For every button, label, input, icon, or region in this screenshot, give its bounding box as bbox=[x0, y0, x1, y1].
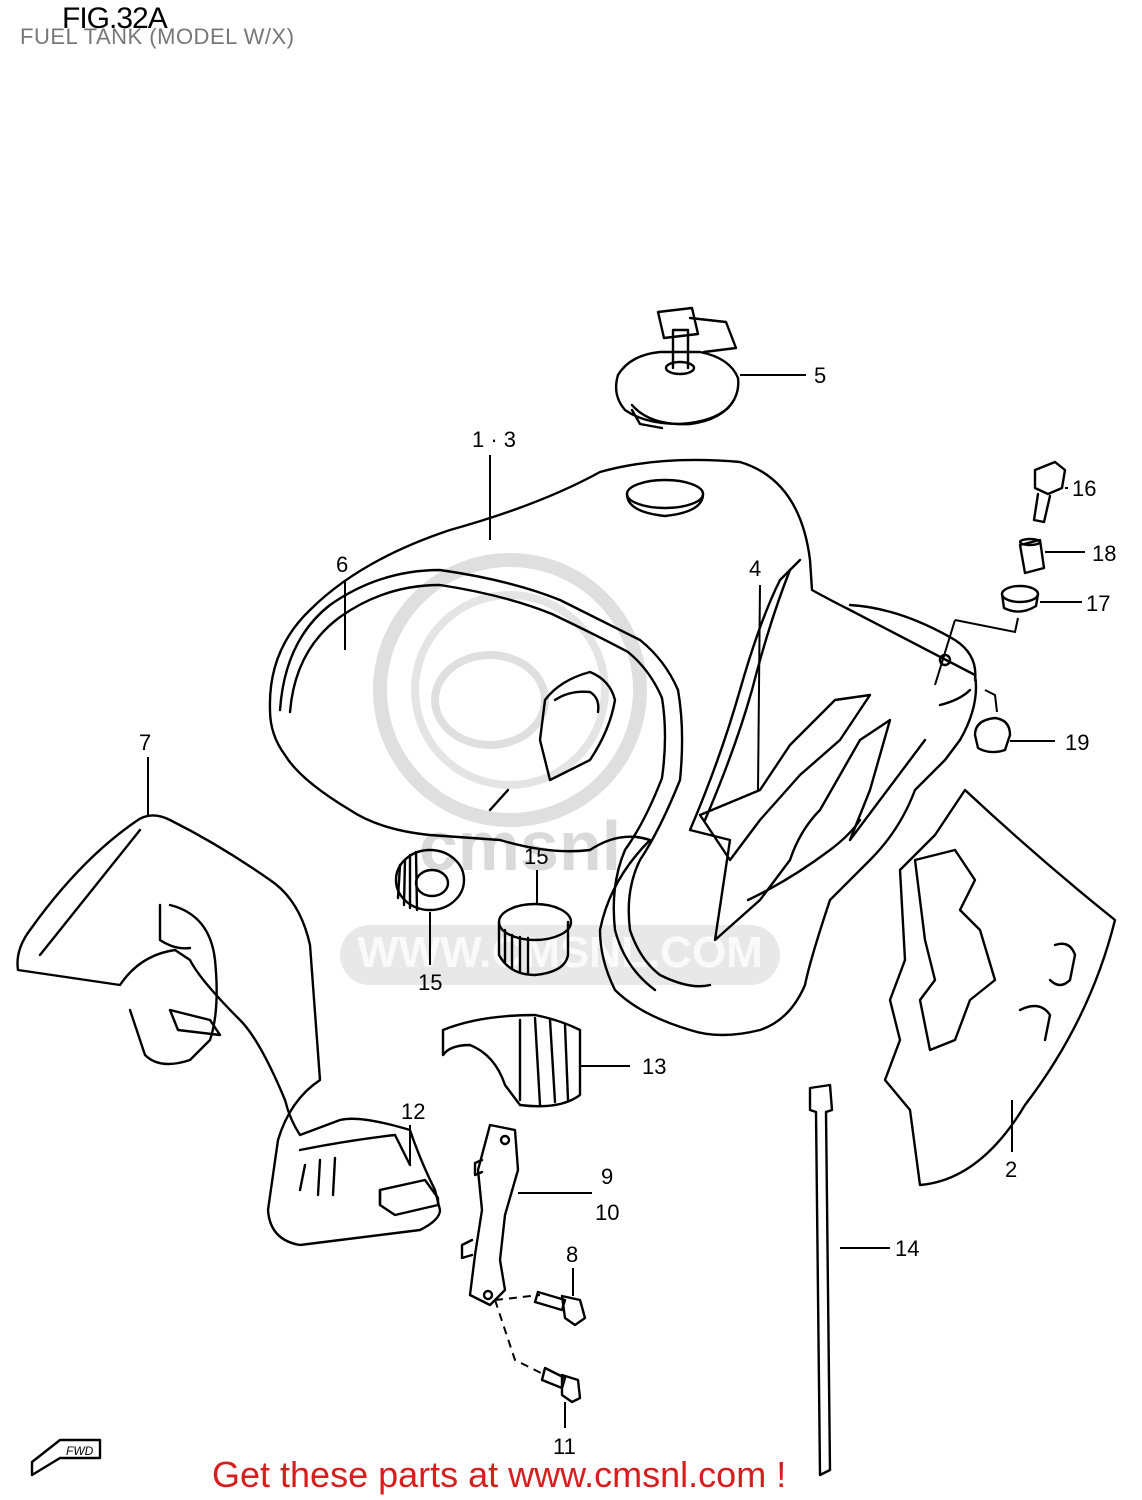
collar-part bbox=[1018, 537, 1046, 575]
callout-15-upper: 15 bbox=[524, 844, 548, 869]
fwd-arrow-icon bbox=[30, 1438, 102, 1477]
bolt-part bbox=[540, 1366, 582, 1404]
callout-12: 12 bbox=[401, 1099, 425, 1124]
cushion-part bbox=[394, 848, 466, 912]
callout-2: 2 bbox=[1005, 1157, 1017, 1182]
callout-5: 5 bbox=[814, 363, 826, 388]
callout-1-3: 1 · 3 bbox=[472, 427, 516, 452]
callout-18: 18 bbox=[1092, 541, 1116, 566]
fuel-tank-part bbox=[268, 458, 978, 1037]
callout-4: 4 bbox=[749, 556, 761, 581]
damper-part bbox=[441, 1013, 582, 1108]
callout-6: 6 bbox=[336, 552, 348, 577]
fuel-cap-part bbox=[614, 306, 740, 430]
callout-19: 19 bbox=[1065, 730, 1089, 755]
callout-14: 14 bbox=[895, 1236, 919, 1261]
fwd-label: FWD bbox=[66, 1444, 94, 1458]
bracket-part bbox=[460, 1123, 520, 1307]
leader-lines bbox=[147, 374, 1085, 1428]
bolt-part bbox=[533, 1290, 587, 1327]
grommet-part bbox=[1000, 584, 1040, 613]
figure-number: FIG.32A bbox=[62, 2, 168, 35]
callout-13: 13 bbox=[642, 1054, 666, 1079]
cushion-part bbox=[497, 902, 573, 977]
callout-10: 10 bbox=[595, 1200, 619, 1225]
callout-9: 9 bbox=[601, 1164, 613, 1189]
left-shroud-part bbox=[16, 814, 442, 1247]
callout-17: 17 bbox=[1086, 591, 1110, 616]
tank-decal-part bbox=[688, 558, 927, 942]
callout-7: 7 bbox=[139, 730, 151, 755]
bolt-part bbox=[1032, 460, 1067, 524]
cable-tie-part bbox=[808, 1083, 834, 1477]
figure-title: FUEL TANK (MODEL W/X) bbox=[20, 24, 295, 49]
pad-part bbox=[378, 1178, 440, 1217]
callout-16: 16 bbox=[1072, 476, 1096, 501]
shroud-decal-part bbox=[883, 788, 1117, 1187]
mount-rubber-part bbox=[973, 716, 1012, 754]
callout-11: 11 bbox=[553, 1434, 576, 1459]
footer-link-text[interactable]: Get these parts at www.cmsnl.com ! bbox=[212, 1454, 787, 1495]
callout-8: 8 bbox=[566, 1242, 578, 1267]
watermark: cmsnl WWW.CMSNL.COM bbox=[340, 553, 780, 985]
callout-15-lower: 15 bbox=[418, 970, 442, 995]
